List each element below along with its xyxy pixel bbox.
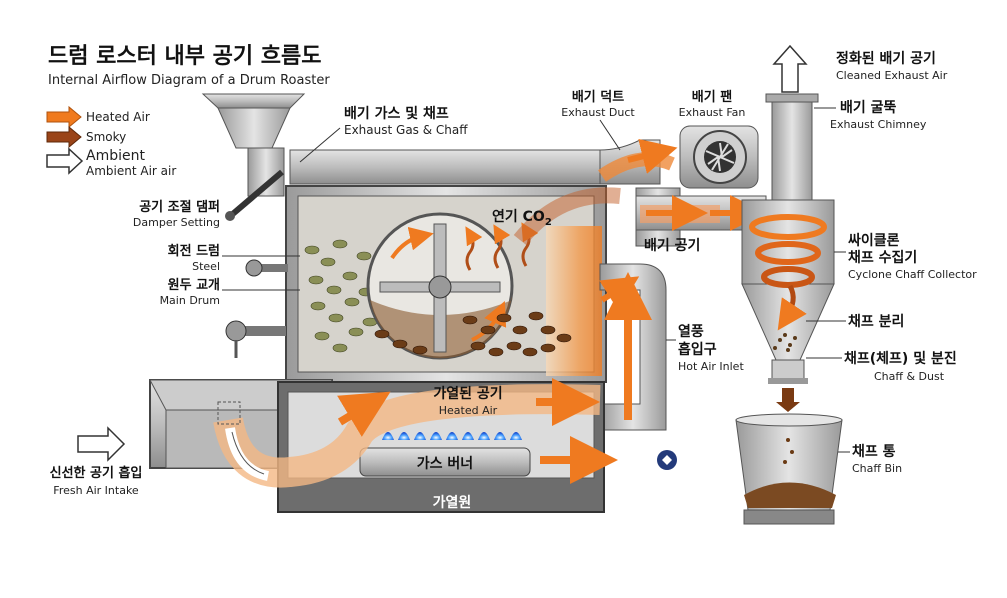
exhaust-fan — [679, 125, 759, 189]
label-damper-en: Damper Setting — [133, 216, 220, 229]
label-exhaust-duct-ko: 배기 덕트 — [572, 89, 624, 105]
fresh-air-intake-arrow-icon — [77, 401, 270, 481]
label-hot-inlet-ko1: 열풍 — [678, 323, 704, 340]
label-chaff-dust-ko: 채프(체프) 및 분진 — [844, 350, 957, 367]
smoke-plume — [513, 187, 621, 246]
label-chaff-sep-ko: 채프 분리 — [848, 314, 904, 330]
roasted-beans — [374, 311, 572, 357]
label-heat-source-ko: 가열원 — [433, 494, 472, 511]
burner-flames — [382, 432, 522, 440]
label-bean-mix-en: Main Drum — [160, 294, 220, 307]
label-rotating-drum-ko: 회전 드럼 — [168, 243, 220, 259]
corner-badge-icon — [657, 450, 677, 470]
label-damper-ko: 공기 조절 댐퍼 — [139, 199, 220, 215]
exhaust-duct — [289, 138, 678, 185]
exhaust-chimney — [765, 93, 819, 203]
legend-heated-air-label: Heated Air — [86, 110, 150, 124]
label-chaff-dust-en: Chaff & Dust — [874, 370, 945, 383]
label-bean-mix-ko: 원두 교개 — [168, 278, 220, 293]
label-heated-ko: 가열된 공기 — [433, 385, 502, 402]
label-chimney-en: Exhaust Chimney — [830, 118, 927, 131]
label-chaff-bin-en: Chaff Bin — [852, 462, 902, 475]
label-exhaust-fan-en: Exhaust Fan — [679, 106, 746, 119]
hot-air-inlet-duct — [599, 263, 667, 431]
cleaned-air-arrow-icon — [772, 44, 808, 93]
label-exhaust-gas-en: Exhaust Gas & Chaff — [344, 123, 468, 137]
label-rotating-drum-en: Steel — [192, 260, 220, 273]
damper-lever — [225, 169, 284, 221]
label-exhaust-air-ko: 배기 공기 — [644, 238, 700, 254]
title-korean: 드럼 로스터 내부 공기 흐름도 — [48, 44, 322, 69]
legend-ambient-label: Ambient — [86, 148, 145, 164]
label-hot-inlet-en: Hot Air Inlet — [678, 360, 744, 373]
leader-exhaust-gas — [299, 127, 341, 163]
title-english: Internal Airflow Diagram of a Drum Roast… — [48, 73, 330, 88]
label-burner-ko: 가스 버너 — [417, 455, 473, 472]
label-exhaust-gas-ko: 배기 가스 및 채프 — [344, 105, 449, 122]
label-exhaust-fan-ko: 배기 팬 — [692, 89, 732, 105]
bean-hopper — [201, 93, 306, 197]
green-beans — [304, 239, 378, 353]
label-cleaned-en: Cleaned Exhaust Air — [836, 69, 948, 82]
legend-ambient-arrow-icon — [46, 147, 84, 175]
label-cyclone-ko2: 채프 수집기 — [848, 249, 917, 266]
label-smoke-co2: 연기 CO2 — [492, 209, 552, 228]
legend-ambient-sub: Ambient Air air — [86, 164, 176, 178]
legend: Heated Air Smoky Ambient Ambient Air air — [46, 105, 176, 178]
cyclone-collector — [741, 199, 835, 412]
label-hot-inlet-ko2: 흡입구 — [678, 341, 717, 358]
label-fresh-ko: 신선한 공기 흡입 — [50, 465, 143, 481]
legend-smoky-arrow-icon — [46, 125, 82, 149]
legend-heated-air-arrow-icon — [46, 105, 82, 129]
drum-handle — [225, 259, 288, 358]
label-heated-en: Heated Air — [439, 404, 498, 417]
leader-exhaust-duct — [599, 119, 621, 151]
rotating-drum — [366, 212, 514, 360]
label-fresh-en: Fresh Air Intake — [53, 484, 139, 497]
legend-smoky-label: Smoky — [86, 130, 126, 144]
label-cyclone-ko1: 싸이클론 — [848, 232, 900, 249]
label-cleaned-ko: 정화된 배기 공기 — [836, 50, 936, 67]
label-exhaust-duct-en: Exhaust Duct — [561, 106, 635, 119]
chaff-bin — [735, 413, 843, 525]
label-chimney-ko: 배기 굴뚝 — [840, 100, 897, 116]
label-chaff-bin-ko: 채프 통 — [852, 444, 896, 460]
label-cyclone-en: Cyclone Chaff Collector — [848, 268, 977, 281]
